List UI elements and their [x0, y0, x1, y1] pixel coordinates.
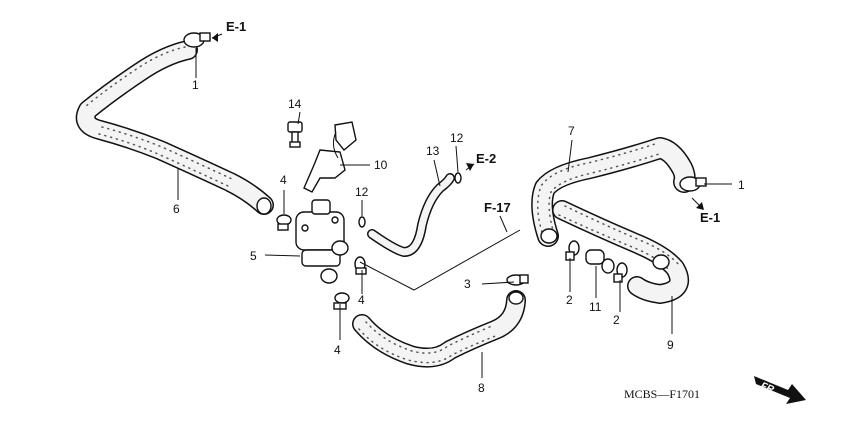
callout-2-b: 2: [613, 313, 620, 327]
front-marker-label: FR.: [759, 381, 778, 397]
tube-13: [367, 173, 455, 257]
clip-12-b: [454, 172, 462, 184]
callout-10: 10: [374, 158, 388, 172]
clamp-1-top: [183, 32, 211, 48]
callout-5: 5: [250, 249, 257, 263]
callout-4-c: 4: [334, 343, 341, 357]
reference-arrows: [211, 33, 704, 210]
ref-e2: E-2: [476, 151, 496, 166]
diagram-code: MCBS—F1701: [624, 387, 700, 401]
callout-14: 14: [288, 97, 302, 111]
hose-6: [75, 40, 274, 215]
callout-4-b: 4: [358, 293, 365, 307]
clamp-4-c: [333, 292, 350, 310]
ref-e1-right: E-1: [700, 210, 720, 225]
clamp-4-a: [276, 214, 292, 231]
bolt-14: [287, 121, 303, 148]
callout-8: 8: [478, 381, 485, 395]
clamp-4-b: [354, 256, 367, 275]
callout-1-top: 1: [192, 78, 199, 92]
hose-8: [352, 290, 526, 368]
clamp-1-right: [679, 176, 707, 192]
front-direction-arrow: FR.: [754, 376, 806, 404]
clamp-2-b: [613, 262, 628, 283]
ref-f17: F-17: [484, 200, 511, 215]
callout-4-a: 4: [280, 173, 287, 187]
callout-2-a: 2: [566, 293, 573, 307]
clamp-3: [506, 274, 529, 286]
clamp-2-a: [565, 240, 580, 261]
hose-7: [531, 137, 696, 247]
callout-11: 11: [589, 300, 602, 314]
ref-e1-top: E-1: [226, 19, 246, 34]
callout-12-b: 12: [450, 131, 464, 145]
joint-11: [585, 249, 615, 274]
clip-12-a: [358, 216, 366, 228]
callout-12-a: 12: [355, 185, 369, 199]
callout-6: 6: [173, 202, 180, 216]
callout-3: 3: [464, 277, 471, 291]
callout-9: 9: [667, 338, 674, 352]
callout-1-right: 1: [738, 178, 745, 192]
hose-9: [552, 200, 689, 304]
callout-7: 7: [568, 124, 575, 138]
leader-lines: [177, 48, 732, 378]
callout-13: 13: [426, 144, 440, 158]
bracket-10: [303, 121, 357, 193]
air-injection-valve-5: [295, 199, 349, 284]
